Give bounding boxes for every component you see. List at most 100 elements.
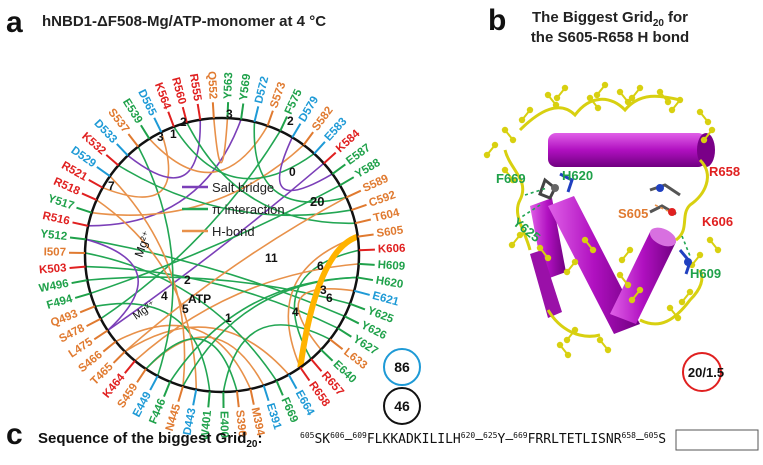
- interaction-chord: [109, 175, 186, 387]
- residue-tick: [226, 102, 230, 119]
- residue-tick: [323, 151, 337, 165]
- interaction-chord: [88, 119, 242, 227]
- residue-label: W401: [199, 409, 214, 441]
- grid-size-number: 20: [310, 194, 324, 209]
- panel-a-title: hNBD1-ΔF508-Mg/ATP-monomer at 4 °C: [42, 13, 326, 30]
- protein-structure: [483, 81, 722, 359]
- residue-tick: [86, 317, 102, 328]
- side-chain-atom: [604, 346, 612, 354]
- residue-tick: [287, 374, 298, 390]
- residue-tick: [167, 111, 175, 128]
- residue-tick: [356, 276, 374, 282]
- interaction-chord: [96, 199, 197, 390]
- side-chain-atom: [526, 106, 534, 114]
- sequence-segment: SK: [314, 432, 330, 447]
- grid-size-number: 11: [265, 251, 278, 265]
- residue-tick: [358, 262, 375, 266]
- side-chain-atom: [618, 256, 626, 264]
- badge-20-1-5-label: 20/1.5: [688, 365, 724, 380]
- residue-label: I507: [44, 246, 67, 258]
- side-chain-atom: [686, 288, 694, 296]
- badge-46-label: 46: [394, 398, 410, 414]
- residue-tick: [275, 380, 284, 396]
- residue-tick: [192, 389, 198, 406]
- residue-tick: [358, 248, 375, 252]
- sequence-segment: —: [636, 432, 644, 447]
- label-r658: R658: [709, 164, 740, 179]
- grid-size-number: 4: [161, 289, 168, 303]
- side-chain-atom: [544, 91, 552, 99]
- residue-tick: [355, 218, 372, 225]
- loop-right: [675, 158, 709, 242]
- side-chain-atom: [601, 81, 609, 89]
- residue-number-sup: 625: [483, 431, 498, 440]
- grid-size-number: 3: [226, 107, 233, 121]
- side-chain-atom: [544, 254, 552, 262]
- interaction-chord: [100, 130, 281, 320]
- residue-tick: [105, 154, 120, 167]
- residue-label: D443: [182, 407, 199, 436]
- side-chain-atom: [552, 101, 560, 109]
- interaction-chord: [85, 265, 339, 329]
- interaction-chord: [293, 249, 360, 360]
- residue-label: R516: [41, 210, 70, 228]
- side-chain-atom: [509, 176, 517, 184]
- residue-tick: [313, 141, 326, 155]
- side-chain-atom: [483, 151, 491, 159]
- side-chain-atom: [571, 326, 579, 334]
- label-s605: S605: [618, 206, 648, 221]
- residue-number-sup: 669: [513, 431, 528, 440]
- interaction-chord: [102, 131, 170, 198]
- grid-size-number: 3: [157, 130, 164, 144]
- side-chain-atom: [556, 341, 564, 349]
- interaction-chord: [127, 119, 202, 179]
- interaction-chord: [117, 164, 352, 217]
- loop-bottom: [639, 269, 704, 326]
- interaction-chord: [182, 276, 358, 387]
- interaction-chord: [213, 118, 229, 164]
- side-chain-atom: [624, 98, 632, 106]
- residue-label: K503: [39, 262, 67, 276]
- residue-tick: [339, 176, 355, 187]
- residue-label: Y563: [222, 72, 235, 99]
- residue-tick: [353, 289, 370, 296]
- side-chain-atom: [536, 244, 544, 252]
- residue-tick: [181, 106, 188, 123]
- residue-tick: [299, 366, 311, 382]
- panel-c: c Sequence of the biggest Grid20: 605SK6…: [6, 418, 759, 451]
- residue-tick: [302, 131, 314, 146]
- grid-size-number: 2: [184, 273, 191, 287]
- residue-tick: [136, 368, 147, 383]
- residue-tick: [69, 236, 87, 241]
- legend-pi-interaction: π interaction: [212, 202, 285, 217]
- side-chain-atom: [589, 246, 597, 254]
- helix-right: [610, 232, 676, 324]
- side-chain-atom: [564, 351, 572, 359]
- residue-tick: [102, 340, 117, 353]
- residue-label: E400: [218, 411, 230, 438]
- residue-tick: [149, 375, 159, 391]
- side-chain-atom: [491, 141, 499, 149]
- side-chain-atom: [696, 251, 704, 259]
- residue-tick: [72, 221, 89, 227]
- label-k606: K606: [702, 214, 733, 229]
- side-chain-atom: [501, 166, 509, 174]
- highlighted-chord: [297, 233, 359, 368]
- grid-size-number: 1: [225, 311, 232, 325]
- side-chain-atom: [664, 98, 672, 106]
- interaction-chord: [107, 162, 325, 332]
- sequence-segment: —: [505, 432, 513, 447]
- residue-tick: [253, 106, 260, 123]
- grid-size-number: 3: [320, 283, 327, 297]
- residue-tick: [96, 166, 111, 177]
- residue-tick: [124, 360, 136, 374]
- legend: Salt bridge π interaction H-bond: [182, 180, 285, 239]
- label-h609: H609: [690, 266, 721, 281]
- residue-tick: [163, 381, 171, 397]
- residue-tick: [345, 189, 362, 199]
- residue-tick: [344, 315, 360, 325]
- interaction-chord: [84, 252, 278, 382]
- side-chain-atom: [594, 104, 602, 112]
